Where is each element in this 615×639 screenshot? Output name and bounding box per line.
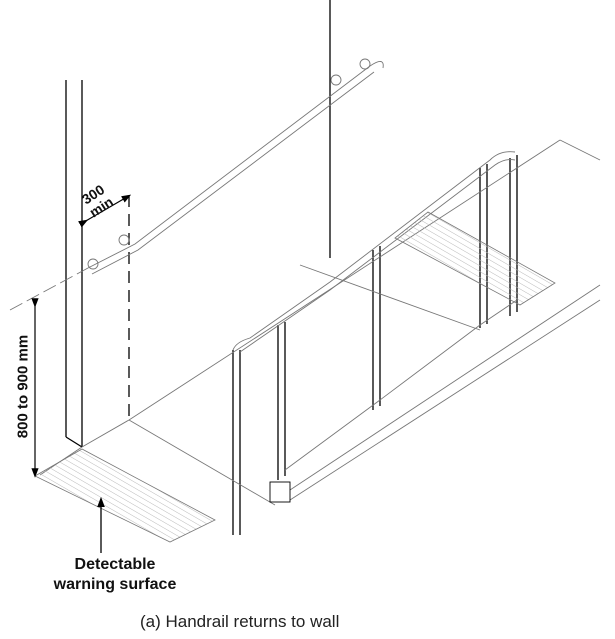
warning-label-line2: warning surface <box>53 576 177 593</box>
upper-warning-surface-hatch <box>394 211 556 306</box>
warning-label-line1: Detectable <box>74 556 156 573</box>
rail-base <box>269 481 291 503</box>
clearance-dimension-arrow <box>78 194 132 228</box>
figure-caption: (a) Handrail returns to wall <box>140 612 340 631</box>
wall-handrail <box>87 61 384 269</box>
warning-surface-label: Detectable warning surface <box>20 555 210 595</box>
ramp-handrail <box>232 151 516 351</box>
warning-surface-hatch <box>34 448 216 543</box>
height-dimension-label: 800 to 900 mm <box>14 334 32 439</box>
railing-posts <box>232 155 518 535</box>
